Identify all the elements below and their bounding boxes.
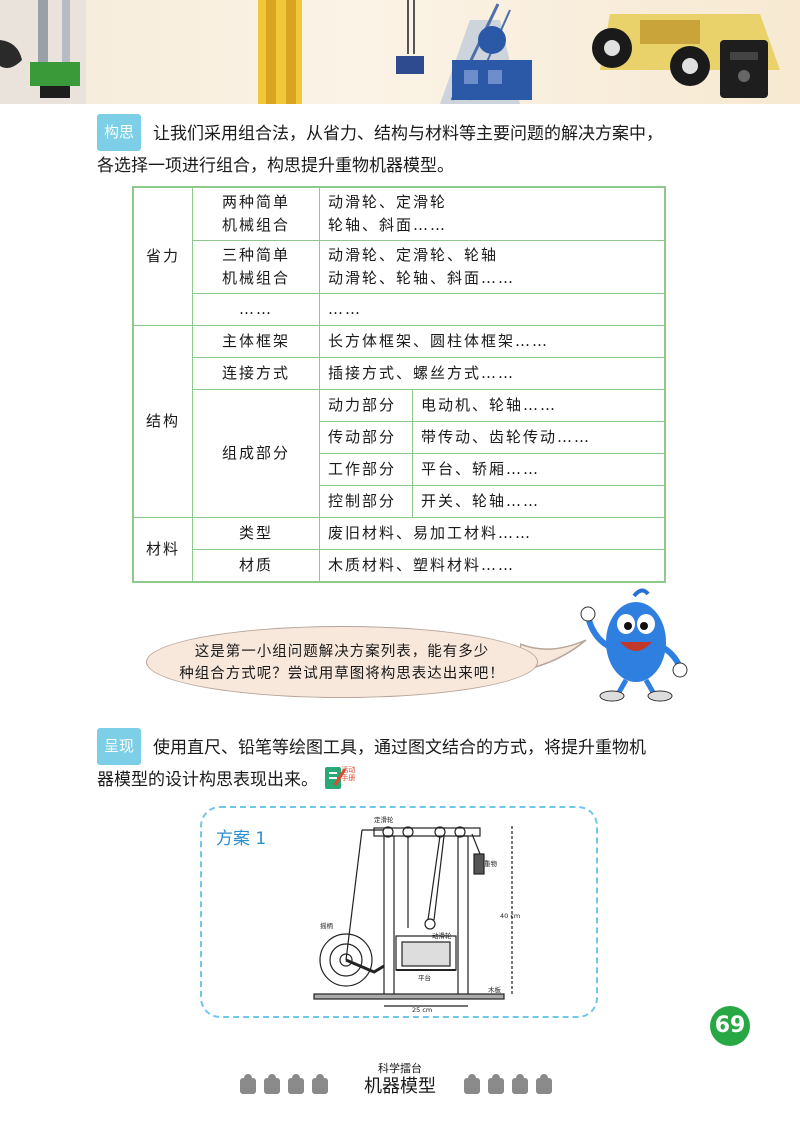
present-line-1: 使用直尺、铅笔等绘图工具，通过图文结合的方式，将提升重物机	[153, 738, 647, 758]
scheme-sketch: 定滑轮 重物 动滑轮 摇柄 40 cm 木板 25 cm 平台	[313, 815, 520, 1014]
option-cell: 动滑轮、定滑轮、轮轴 动滑轮、轮轴、斜面……	[319, 240, 666, 294]
option-cell: 带传动、齿轮传动……	[412, 421, 666, 454]
footer-title-block: 科学擂台 机器模型	[340, 1062, 460, 1098]
table-row: 三种简单 机械组合 动滑轮、定滑轮、轮轴 动滑轮、轮轴、斜面……	[133, 240, 666, 294]
table-row: 结构 主体框架 长方体框架、圆柱体框架……	[132, 325, 666, 518]
handbook-label: 活动 手册	[341, 766, 355, 782]
footer-icons-right	[464, 1074, 552, 1094]
table-row: 省力 两种简单 机械组合 动滑轮、定滑轮 轮轴、斜面……	[132, 186, 666, 326]
sketch-label-counterweight: 重物	[484, 859, 498, 868]
table-row: 材料 类型 废旧材料、易加工材料……	[132, 517, 666, 583]
option-cell: 插接方式、螺丝方式……	[319, 357, 666, 390]
sketch-label-top: 定滑轮	[374, 815, 394, 824]
subcategory-cell: 主体框架	[192, 325, 320, 358]
subcategory-cell: 两种简单 机械组合	[192, 186, 320, 241]
category-material: 材料	[132, 517, 193, 583]
option-line: 动滑轮、定滑轮、轮轴	[328, 246, 499, 264]
solution-table: 省力 两种简单 机械组合 动滑轮、定滑轮 轮轴、斜面…… 三种简单 机械组合 动…	[132, 186, 666, 583]
banner-illustration	[0, 0, 780, 104]
sketch-label-moving-pulley: 动滑轮	[432, 931, 452, 940]
speech-bubble: 这是第一小组问题解决方案列表，能有多少 种组合方式呢？尝试用草图将构思表达出来吧…	[146, 626, 538, 698]
subcategory-line: 三种简单	[221, 246, 290, 264]
subcategory-cell: 三种简单 机械组合	[192, 240, 320, 294]
table-row: 组成部分 动力部分 电动机、轮轴……	[133, 389, 666, 518]
sketch-label-width: 25 cm	[412, 1006, 432, 1014]
concept-line-2: 各选择一项进行组合，构思提升重物机器模型。	[97, 156, 454, 176]
activity-handbook-icon[interactable]: 活动 手册	[323, 765, 357, 791]
option-line: 轮轴、斜面……	[328, 216, 448, 234]
handbook-label-line: 手册	[341, 774, 356, 782]
scheme-title: 方案 1	[216, 829, 267, 849]
footer-series: 科学擂台	[378, 1062, 422, 1075]
category-labor-saving: 省力	[132, 186, 193, 326]
option-line: 动滑轮、轮轴、斜面……	[328, 269, 516, 287]
sketch-label-height: 40 cm	[500, 912, 520, 920]
table-row: …… ……	[133, 293, 666, 326]
option-cell: 动滑轮、定滑轮 轮轴、斜面……	[319, 186, 666, 241]
concept-tag: 构思	[97, 114, 142, 151]
sketch-label-platform: 平台	[418, 973, 431, 982]
concept-line-1: 让我们采用组合法，从省力、结构与材料等主要问题的解决方案中，	[153, 124, 664, 144]
option-cell: 开关、轮轴……	[412, 485, 666, 518]
table-row: 材质 木质材料、塑料材料……	[133, 549, 666, 583]
option-cell: 废旧材料、易加工材料……	[319, 517, 666, 550]
page-number-badge: 69	[710, 1006, 750, 1046]
subcategory-cell: 组成部分	[192, 389, 320, 518]
handbook-label-line: 活动	[341, 766, 356, 774]
present-tag: 呈现	[97, 728, 142, 765]
present-line-2: 器模型的设计构思表现出来。	[97, 770, 318, 790]
subcategory-cell: ……	[192, 293, 320, 326]
footer-icons-left	[240, 1074, 328, 1094]
table-row: 工作部分 平台、轿厢……	[133, 453, 666, 486]
option-cell: 电动机、轮轴……	[412, 389, 666, 422]
table-row: 传动部分 带传动、齿轮传动……	[133, 421, 666, 454]
category-structure: 结构	[132, 325, 193, 518]
scheme-box	[200, 806, 598, 1018]
option-cell: 木质材料、塑料材料……	[319, 549, 666, 583]
subcategory-line: 机械组合	[221, 216, 290, 234]
subcategory-line: 两种简单	[221, 193, 290, 211]
subcategory-line: 机械组合	[221, 269, 290, 287]
subcategory-cell: 类型	[192, 517, 320, 550]
table-row: 连接方式 插接方式、螺丝方式……	[133, 357, 666, 390]
part-cell: 传动部分	[319, 421, 413, 454]
present-paragraph: 呈现使用直尺、铅笔等绘图工具，通过图文结合的方式，将提升重物机 器模型的设计构思…	[97, 728, 737, 796]
option-line: 动滑轮、定滑轮	[328, 193, 448, 211]
option-cell: 长方体框架、圆柱体框架……	[319, 325, 666, 358]
sketch-label-crank: 摇柄	[320, 921, 334, 930]
part-cell: 工作部分	[319, 453, 413, 486]
sketch-label-base: 木板	[488, 985, 502, 994]
subcategory-cell: 连接方式	[192, 357, 320, 390]
concept-paragraph: 构思让我们采用组合法，从省力、结构与材料等主要问题的解决方案中， 各选择一项进行…	[97, 114, 737, 182]
part-cell: 动力部分	[319, 389, 413, 422]
option-cell: 平台、轿厢……	[412, 453, 666, 486]
subcategory-cell: 材质	[192, 549, 320, 583]
bubble-line-1: 这是第一小组问题解决方案列表，能有多少	[194, 644, 490, 660]
mascot-character	[580, 588, 688, 702]
bubble-line-2: 种组合方式呢？尝试用草图将构思表达出来吧！	[179, 666, 505, 682]
header-banner	[0, 0, 800, 104]
option-cell: ……	[319, 293, 666, 326]
footer-title: 机器模型	[364, 1076, 436, 1097]
part-cell: 控制部分	[319, 485, 413, 518]
